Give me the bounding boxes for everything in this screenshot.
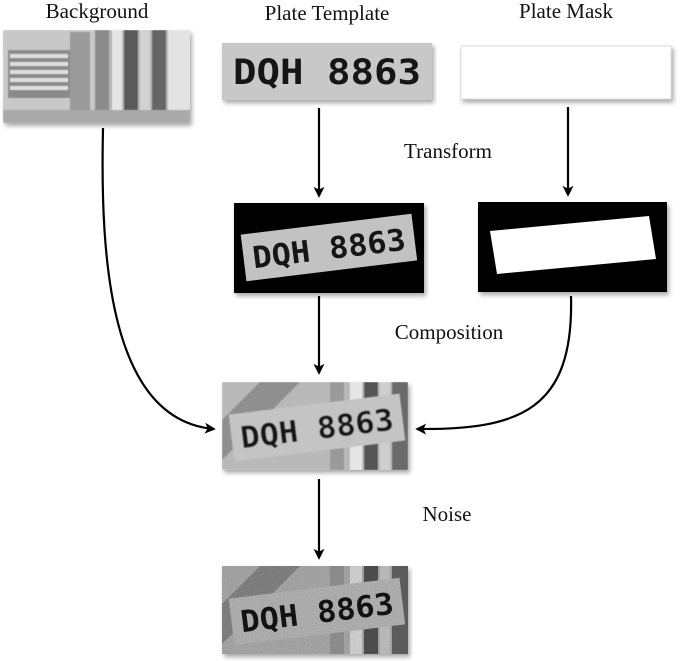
- label-plate-template: Plate Template: [265, 1, 390, 25]
- label-plate-mask: Plate Mask: [519, 0, 613, 23]
- plate-template-image: DQH 8863: [222, 43, 432, 100]
- label-composition: Composition: [395, 320, 504, 344]
- label-background: Background: [46, 0, 149, 23]
- plate-template-text: DQH 8863: [233, 53, 421, 93]
- plate-mask-image: [460, 45, 672, 100]
- transformed-plate-image: DQH 8863: [234, 203, 424, 293]
- transformed-mask-image: [478, 202, 667, 292]
- composite-image: DQH 8863: [222, 382, 408, 470]
- label-noise: Noise: [423, 502, 472, 526]
- background-image: [3, 30, 190, 123]
- label-transform: Transform: [404, 139, 492, 163]
- noisy-output-image: DQH 8863: [222, 566, 408, 654]
- arrow-mask-to-composite: [415, 295, 573, 435]
- arrow-background-to-composite: [101, 127, 216, 434]
